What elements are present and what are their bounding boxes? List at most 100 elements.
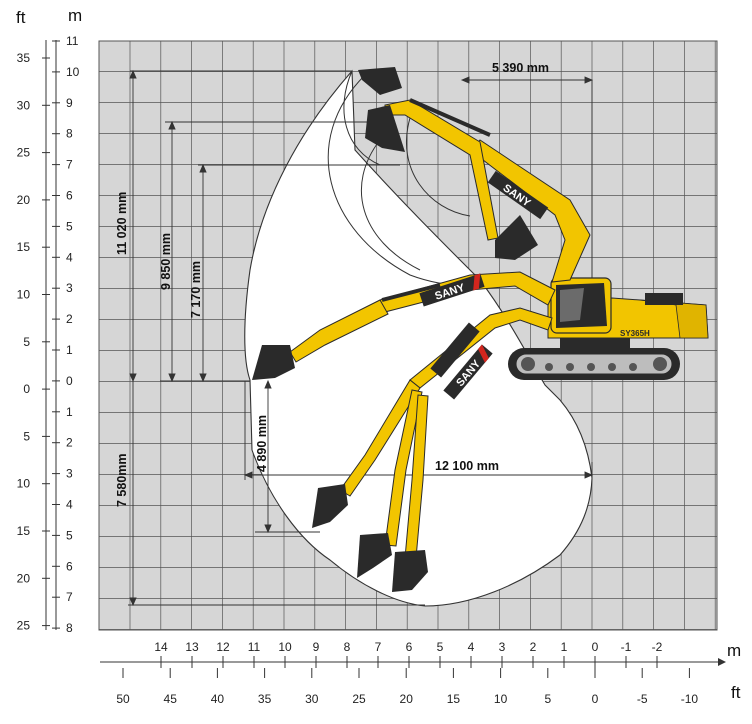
left-ft-tick-label: 25 [17,146,31,160]
left-m-tick-label: 9 [66,96,73,110]
left-m-tick-label: 5 [66,528,73,542]
bottom-m-tick-label: 1 [561,640,568,654]
arm-upper [384,99,499,241]
bottom-m-axis-arrow [718,658,726,666]
left-ft-tick-label: 0 [23,382,30,396]
bottom-ft-tick-label: -10 [681,692,699,706]
left-m-tick-label: 3 [66,281,73,295]
left-m-tick-label: 7 [66,158,73,172]
bottom-m-tick-label: -1 [621,640,632,654]
dim-max-height: 11 020 mm [115,192,129,255]
left-m-tick-label: 4 [66,498,73,512]
bottom-m-tick-label: 5 [437,640,444,654]
left-m-tick-label: 3 [66,467,73,481]
track-rollers [521,357,667,371]
track-inner [515,353,673,375]
dim-max-reach: 12 100 mm [435,459,499,473]
bottom-m-tick-label: 10 [278,640,292,654]
bottom-ft-tick-label: 30 [305,692,319,706]
unit-m-left: m [68,6,82,25]
left-m-tick-label: 2 [66,436,73,450]
bucket-curled [495,215,538,260]
bottom-ft-tick-label: 20 [400,692,414,706]
bottom-ft-tick-label: 35 [258,692,272,706]
bottom-m-tick-label: 13 [185,640,199,654]
bottom-m-tick-label: 12 [216,640,230,654]
left-ft-tick-label: 10 [17,288,31,302]
arm-lower-1 [339,379,421,497]
arm-upper-cylinder [409,98,491,137]
arm-lower-2 [384,389,423,547]
excavator: SY365H SANY SANY [252,67,709,592]
bottom-m-tick-label: 11 [248,640,261,654]
left-ft-tick-label: 25 [17,619,31,633]
bottom-m-tick-label: 8 [344,640,351,654]
arm-horizontal [289,299,389,363]
left-m-tick-label: 8 [66,621,73,635]
left-m-tick-label: 1 [66,405,73,419]
bottom-ft-tick-label: 15 [447,692,461,706]
bottom-m-tick-label: 9 [313,640,320,654]
left-m-tick-label: 7 [66,590,73,604]
bottom-ft-tick-label: 45 [164,692,178,706]
bottom-ft-tick-label: 10 [494,692,508,706]
bottom-m-tick-label: 0 [592,640,599,654]
bucket-lower-2 [357,533,392,578]
dim-reach-top: 5 390 mm [492,61,549,75]
bottom-m-tick-label: -2 [652,640,663,654]
left-m-tick-label: 5 [66,219,73,233]
engine-hood [645,293,683,305]
bottom-m-tick-label: 4 [468,640,475,654]
bottom-ft-tick-label: 40 [211,692,225,706]
dim-dump-height-min: 7 170 mm [189,261,203,318]
bottom-m-tick-label: 3 [499,640,506,654]
left-ft-tick-label: 15 [17,240,31,254]
swing-base [560,338,630,350]
left-ft-tick-label: 10 [17,477,31,491]
bottom-m-tick-label: 6 [406,640,413,654]
dim-vertical-wall-depth: 4 890 mm [255,415,269,472]
left-m-tick-label: 0 [66,374,73,388]
left-ft-tick-label: 15 [17,524,31,538]
bottom-ft-tick-label: 50 [116,692,130,706]
left-ft-tick-label: 30 [17,98,31,112]
left-ft-tick-label: 35 [17,51,31,65]
left-m-tick-label: 10 [66,65,80,79]
left-ft-tick-label: 20 [17,193,31,207]
left-m-tick-label: 2 [66,312,73,326]
bucket-horizontal [252,345,295,380]
bottom-m-tick-label: 14 [154,640,168,654]
bottom-ft-tick-label: 25 [352,692,366,706]
bottom-ft-tick-label: -5 [637,692,648,706]
left-ft-tick-label: 5 [23,335,30,349]
unit-m-bottom: m [727,641,741,660]
arm-horizontal-cylinder [381,283,441,302]
bottom-m-tick-label: 2 [530,640,537,654]
bucket-lower-3 [392,550,428,592]
left-m-tick-label: 11 [66,34,79,48]
left-ft-tick-label: 20 [17,571,31,585]
left-m-tick-label: 8 [66,127,73,141]
dim-max-depth: 7 580mm [115,453,129,507]
cab-window-shine [560,288,584,322]
left-m-tick-label: 4 [66,250,73,264]
dim-dump-height: 9 850 mm [159,233,173,290]
model-label: SY365H [620,329,650,338]
bucket-lower-1 [312,484,348,528]
unit-ft-bottom: ft [731,683,741,702]
brand-badge-lower-1 [430,322,480,378]
unit-ft-left: ft [16,8,26,27]
bottom-ft-tick-label: 5 [544,692,551,706]
left-m-tick-label: 6 [66,559,73,573]
bucket-hanging [365,105,405,152]
bottom-m-tick-label: 7 [375,640,382,654]
left-m-tick-label: 1 [66,343,73,357]
left-m-tick-label: 6 [66,189,73,203]
bottom-ft-tick-label: 0 [592,692,599,706]
bucket-top [358,67,402,95]
